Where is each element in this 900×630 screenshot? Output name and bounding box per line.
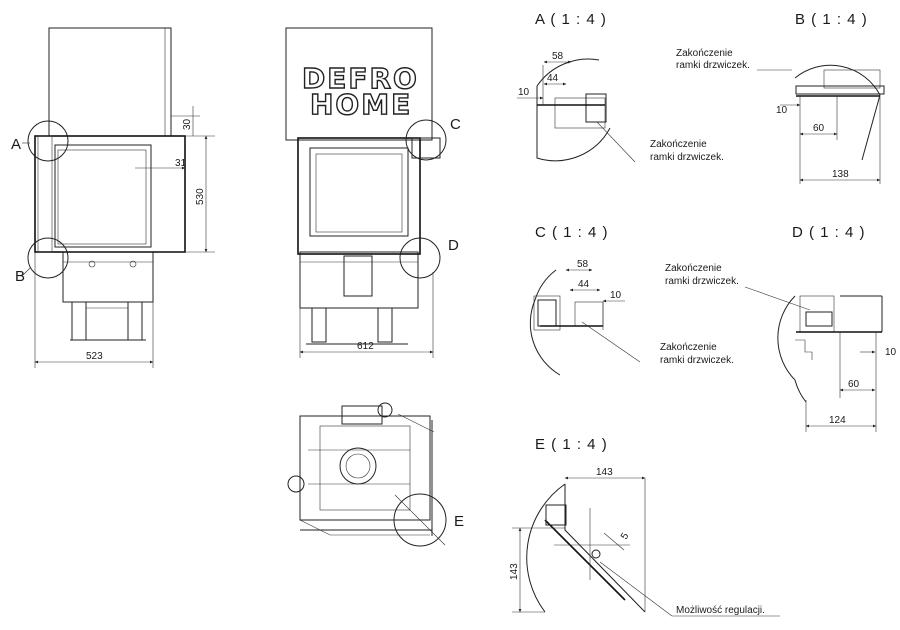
detail-e-dim-143-h: 143: [596, 467, 613, 478]
detail-b: B ( 1 : 4 ) Zakończenie ramki drzwiczek.…: [676, 11, 885, 184]
detail-a: A ( 1 : 4 ) 58 44 10 Zakończenie ramki d…: [517, 11, 724, 163]
detail-e-note: Możliwość regulacji.: [676, 605, 765, 616]
detail-b-note-1: Zakończenie: [676, 48, 733, 59]
detail-d-title: D ( 1 : 4 ): [792, 224, 866, 241]
detail-d-dim-60: 60: [848, 379, 860, 390]
callout-circle-c: [405, 119, 447, 161]
dim-30: 30: [182, 118, 193, 130]
callout-d: D: [448, 237, 459, 254]
callout-a: A: [11, 136, 21, 153]
detail-b-title: B ( 1 : 4 ): [795, 11, 868, 28]
detail-a-dim-58: 58: [552, 51, 564, 62]
dim-530: 530: [195, 188, 206, 205]
detail-d: D ( 1 : 4 ) Zakończenie ramki drzwiczek.…: [665, 224, 897, 432]
dim-612: 612: [357, 341, 374, 352]
detail-c: C ( 1 : 4 ) 58 44 10 Zakończenie ramki d…: [529, 224, 734, 376]
callout-circle-b: [27, 237, 69, 279]
detail-a-dim-10: 10: [518, 87, 530, 98]
detail-a-dim-44: 44: [547, 73, 559, 84]
detail-b-dim-10: 10: [776, 105, 788, 116]
detail-c-dim-44: 44: [578, 279, 590, 290]
detail-c-dim-10: 10: [610, 290, 622, 301]
side-view: DEFRO HOME C D 612: [285, 27, 461, 358]
detail-b-dim-60: 60: [813, 123, 825, 134]
callout-c: C: [450, 116, 461, 133]
detail-d-note-2: ramki drzwiczek.: [665, 276, 739, 287]
detail-b-dim-138: 138: [832, 169, 849, 180]
callout-circle-e: [393, 493, 447, 547]
detail-a-note-2: ramki drzwiczek.: [650, 152, 724, 163]
logo-line-1: DEFRO: [302, 62, 419, 95]
detail-a-note-1: Zakończenie: [650, 139, 707, 150]
callout-e: E: [454, 513, 464, 530]
detail-e: E ( 1 : 4 ) 143 143 5 Możliwość regulacj…: [509, 436, 780, 617]
dim-31: 31: [175, 158, 187, 169]
front-view: A B 530 30 31 523: [11, 27, 215, 368]
detail-c-dim-58: 58: [577, 259, 589, 270]
detail-c-note-2: ramki drzwiczek.: [660, 355, 734, 366]
dim-523: 523: [86, 351, 103, 362]
detail-d-dim-10: 10: [885, 347, 897, 358]
detail-b-note-2: ramki drzwiczek.: [676, 60, 750, 71]
detail-e-title: E ( 1 : 4 ): [535, 436, 608, 453]
callout-circle-a: [27, 120, 69, 162]
top-view: E: [287, 402, 464, 547]
detail-a-title: A ( 1 : 4 ): [535, 11, 607, 28]
callout-circle-d: [399, 237, 441, 279]
detail-c-note-1: Zakończenie: [660, 342, 717, 353]
detail-e-dim-5: 5: [619, 531, 632, 542]
logo-line-2: HOME: [310, 88, 412, 121]
callout-b: B: [15, 268, 25, 285]
detail-d-note-1: Zakończenie: [665, 263, 722, 274]
detail-c-title: C ( 1 : 4 ): [535, 224, 609, 241]
detail-d-dim-124: 124: [829, 415, 846, 426]
detail-e-dim-143-v: 143: [509, 563, 520, 580]
